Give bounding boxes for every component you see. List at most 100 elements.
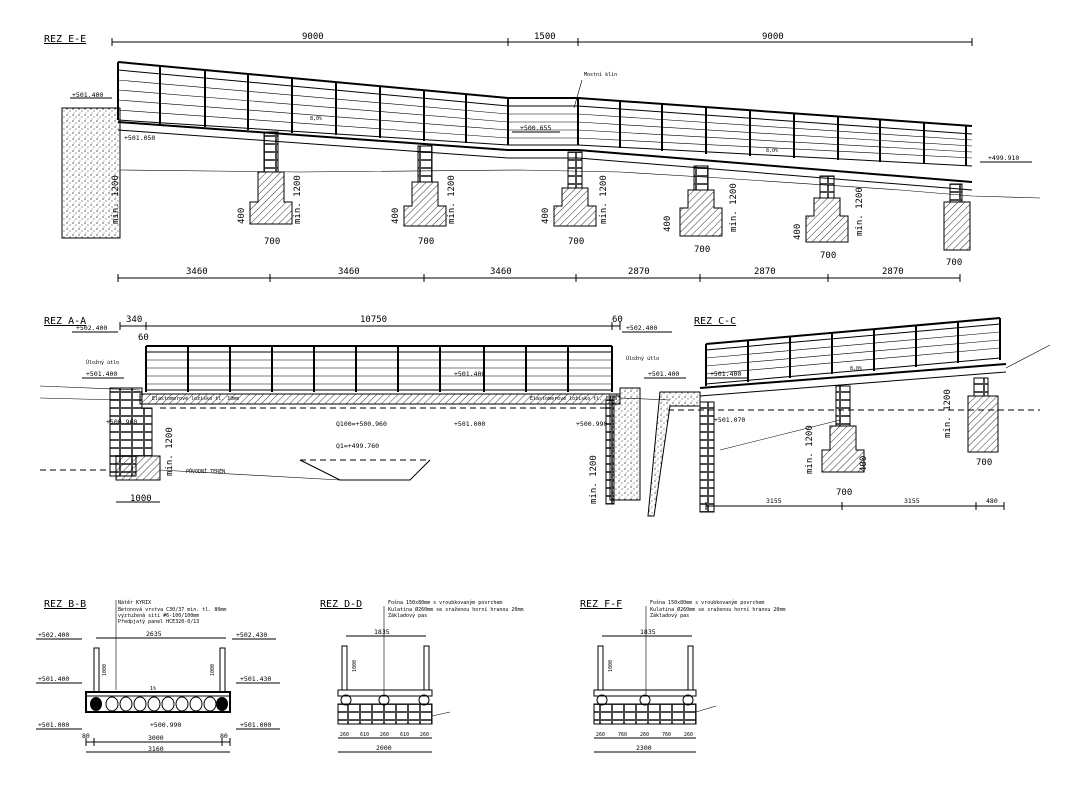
ff-post-right xyxy=(687,645,694,691)
section-cc: REZ C-C +501.400 +501.070 8,0% min. 1200… xyxy=(647,316,1051,517)
aa-level-q1: Q1=+499.760 xyxy=(336,442,379,450)
dd-dim-total: 2000 xyxy=(376,744,392,752)
dd-dim-2: 610 xyxy=(360,732,369,738)
cc-bottom-dim-3: 480 xyxy=(986,497,998,505)
cc-bottom-dim-2: 3155 xyxy=(904,497,920,505)
ee-deck xyxy=(117,121,973,183)
ee-pier-height-5: min. 1200 xyxy=(729,183,739,232)
dd-dim-5: 260 xyxy=(420,732,429,738)
ff-foundation xyxy=(593,703,697,725)
ee-footing-h-5: 400 xyxy=(793,224,803,240)
ff-top-dim: 1835 xyxy=(640,628,656,636)
section-ee: REZ E-E 9000 1500 9000 xyxy=(44,32,1041,282)
bb-level-left-3: +501.000 xyxy=(38,721,69,729)
ff-note-2: Kulatina Ø260mm se sraženou horní hranou… xyxy=(650,606,785,613)
aa-callout-right: Úložný útlo xyxy=(626,355,659,362)
ee-footing-w-2: 700 xyxy=(418,237,434,247)
aa-level-mid-right: +501.400 xyxy=(648,370,679,378)
ee-dim-9000-b: 9000 xyxy=(762,32,784,42)
ee-pier-height-4: min. 1200 xyxy=(599,175,609,224)
dd-foundation xyxy=(337,703,433,725)
ee-footing-w-5: 700 xyxy=(820,251,836,261)
cc-abutment xyxy=(647,391,701,517)
dd-dim-4: 610 xyxy=(400,732,409,738)
bb-rail-height-right: 1000 xyxy=(210,664,216,676)
section-aa: REZ A-A 340 10750 60 60 +502.400 +502.40… xyxy=(39,315,686,505)
bb-rail-height-left: 1000 xyxy=(102,664,108,676)
section-ff-title: REZ F-F xyxy=(580,599,622,610)
ee-pier-height-1: min. 1200 xyxy=(111,175,121,224)
bb-dim-2635: 2635 xyxy=(146,630,162,638)
section-bb-title: REZ B-B xyxy=(44,599,86,610)
ff-dim-2: 760 xyxy=(618,732,627,738)
ee-pier-height-2: min. 1200 xyxy=(293,175,303,224)
ff-dim-4: 760 xyxy=(662,732,671,738)
ee-level-501400: +501.400 xyxy=(72,91,103,99)
cc-level-501400: +501.400 xyxy=(710,370,741,378)
dd-note-2: Kulatina Ø260mm se sraženou horní hranou… xyxy=(388,606,523,613)
aa-dim-340: 340 xyxy=(126,315,142,325)
bb-panel-voids xyxy=(90,696,228,712)
cc-level-501070: +501.070 xyxy=(714,416,745,424)
aa-level-501000: +501.000 xyxy=(454,420,485,428)
section-ee-title: REZ E-E xyxy=(44,34,86,45)
aa-bearing-left: Elastomerové ložisko tl. 10mm xyxy=(152,395,239,402)
ee-footing-h-4: 400 xyxy=(663,216,673,232)
ee-footing-w-4: 700 xyxy=(694,245,710,255)
cc-pier-height-1: min. 1200 xyxy=(805,425,815,474)
bb-level-left-1: +502.400 xyxy=(38,631,69,639)
bb-note-4: Předpjatý panel HCE320-0/13 xyxy=(118,618,199,625)
cc-footing-h: 400 xyxy=(859,456,869,472)
cc-bottom-dim-1: 3155 xyxy=(766,497,782,505)
ee-footing-h-3: 400 xyxy=(541,208,551,224)
bb-post-left xyxy=(93,647,100,693)
section-aa-title: REZ A-A xyxy=(44,316,86,327)
ee-railing xyxy=(117,61,973,167)
ee-abutment-left xyxy=(61,107,121,239)
aa-level-mid-left: +501.400 xyxy=(86,370,117,378)
ee-bottom-dim-4: 2870 xyxy=(628,267,650,277)
cc-deck xyxy=(699,363,1007,389)
aa-bottom-dim: 1000 xyxy=(130,494,152,504)
ee-level-499910: +499.910 xyxy=(988,154,1019,162)
bb-mid-level: +500.990 xyxy=(150,721,181,729)
section-ff: REZ F-F Fošna 150x80mm s vroubkovaným po… xyxy=(580,599,785,753)
ee-bottom-dim-6: 2870 xyxy=(882,267,904,277)
aa-level-low-right: +500.990 xyxy=(576,420,607,428)
ff-dim-1: 260 xyxy=(596,732,605,738)
section-dd-title: REZ D-D xyxy=(320,599,362,610)
cc-footing-w-2: 700 xyxy=(976,458,992,468)
ee-level-500655: +500.655 xyxy=(520,124,551,132)
dd-dim-1: 260 xyxy=(340,732,349,738)
bb-dim-80-left: 80 xyxy=(82,732,90,740)
ee-bottom-dim-2: 3460 xyxy=(338,267,360,277)
ee-slope-2: 8,0% xyxy=(766,148,778,154)
ee-bottom-dim-3: 3460 xyxy=(490,267,512,277)
ff-post-left xyxy=(597,645,604,691)
bb-slope: 1% xyxy=(150,686,156,692)
ff-rail-height: 1000 xyxy=(608,660,614,672)
aa-dim-60: 60 xyxy=(612,315,623,325)
dd-post-left xyxy=(341,645,348,691)
ee-footing-h-1: 400 xyxy=(237,208,247,224)
aa-level-top-left: +502.400 xyxy=(76,324,107,332)
bb-level-right-1: +502.430 xyxy=(236,631,267,639)
aa-callout-left: Úložný útlo xyxy=(86,359,119,366)
aa-pier-height: min. 1200 xyxy=(165,427,175,476)
bb-note-3: vyztužená sítí #6-100/100mm xyxy=(118,612,199,619)
bb-level-right-2: +501.430 xyxy=(240,675,271,683)
section-cc-title: REZ C-C xyxy=(694,316,736,327)
dd-deck-planks xyxy=(337,689,433,697)
cc-railing xyxy=(705,317,1001,386)
ee-pier-height-3: min. 1200 xyxy=(447,175,457,224)
aa-level-mid-center: +501.400 xyxy=(454,370,485,378)
ff-dim-3: 260 xyxy=(640,732,649,738)
ff-deck-planks xyxy=(593,689,697,697)
aa-dim-10750: 10750 xyxy=(360,315,387,325)
ee-pier-height-6: min. 1200 xyxy=(855,187,865,236)
dd-rail-height: 1000 xyxy=(352,660,358,672)
aa-terrain-label: PŮVODNÍ TERÉN xyxy=(186,467,225,475)
ee-bottom-dim-5: 2870 xyxy=(754,267,776,277)
aa-bearing-right: Elastomerové ložisko tl. 10mm xyxy=(530,395,617,402)
ff-dim-total: 2300 xyxy=(636,744,652,752)
